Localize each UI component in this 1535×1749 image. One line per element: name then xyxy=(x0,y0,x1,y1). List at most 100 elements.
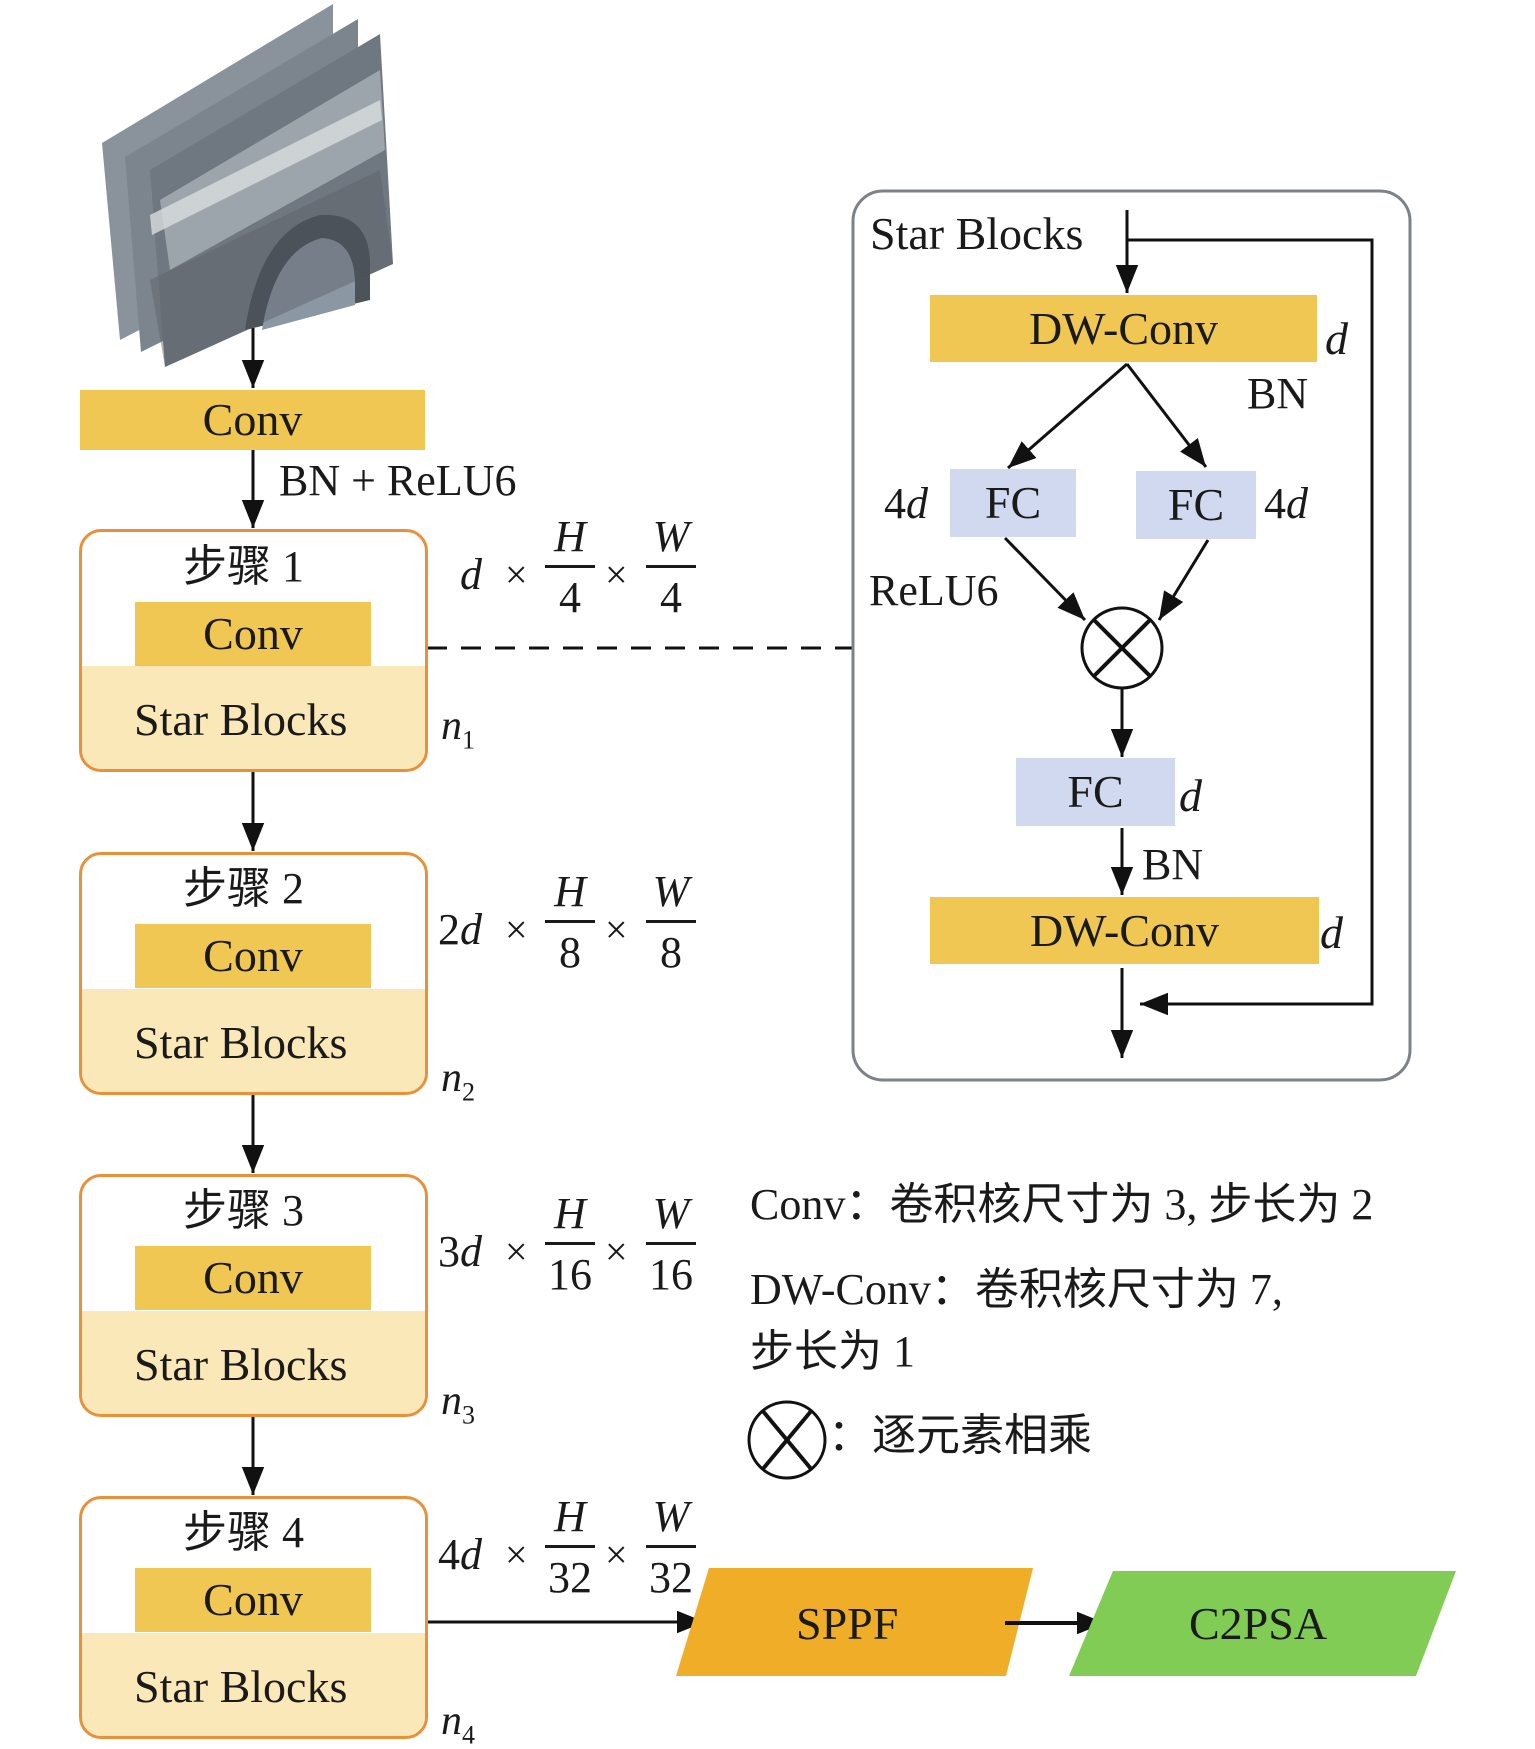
sppf-shape xyxy=(676,1568,1033,1676)
detail-dwconv-top-dim: d xyxy=(1325,313,1348,364)
arrow-dwconv-to-fc-right xyxy=(1125,363,1208,468)
legend-conv: Conv：卷积核尺寸为 3, 步长为 2 xyxy=(750,1180,1374,1229)
detail-fc-right: FC xyxy=(1136,471,1256,539)
stage-3-repeat-var: n xyxy=(441,1378,462,1424)
stage-1-conv: Conv xyxy=(135,602,371,666)
stage-1-repeat-sub: 1 xyxy=(462,725,475,755)
star-block-detail-panel xyxy=(851,189,1412,1082)
stage-2-repeat-sub: 2 xyxy=(462,1077,475,1107)
stage-2-repeat: n2 xyxy=(441,1057,475,1105)
stage-3-times-2: × xyxy=(605,1229,628,1274)
detail-fc-bottom-dim: d xyxy=(1179,770,1202,821)
stage-2-times-2: × xyxy=(605,907,628,952)
stage-1-times-2: × xyxy=(605,552,628,597)
detail-fc-bottom-norm: BN xyxy=(1142,840,1204,889)
stage-2-conv-label: Conv xyxy=(203,930,303,981)
detail-title: Star Blocks xyxy=(870,208,1084,259)
c2psa-shape xyxy=(1069,1571,1456,1676)
h-num: H xyxy=(554,867,586,916)
stage-4-repeat-var: n xyxy=(441,1698,462,1744)
fc-left-dim-var: d xyxy=(906,479,928,528)
sppf-label: SPPF xyxy=(796,1598,899,1649)
stage-1-repeat-var: n xyxy=(441,703,462,749)
stage-3-times-1: × xyxy=(505,1229,528,1274)
w-den: 16 xyxy=(649,1250,693,1299)
legend-multiply: ：逐元素相乘 xyxy=(828,1411,1092,1460)
legend-multiply-icon xyxy=(747,1400,827,1480)
detail-dwconv-top: DW-Conv xyxy=(930,295,1317,362)
multiply-node xyxy=(1080,606,1164,690)
stage-2-star-blocks-area xyxy=(82,989,425,1092)
detail-dwconv-bottom-label: DW-Conv xyxy=(1029,904,1220,956)
stage-1-title: 步骤 1 xyxy=(183,542,304,591)
stage-3-shape-var: d xyxy=(460,1227,482,1276)
h-den: 4 xyxy=(559,573,581,622)
stage-2-title: 步骤 2 xyxy=(183,864,304,913)
stage-2-shape-prefix: 2 xyxy=(438,905,460,954)
stage-4-blocks-label: Star Blocks xyxy=(134,1661,348,1712)
stage-4-repeat: n4 xyxy=(441,1700,475,1748)
stage-3-repeat-sub: 3 xyxy=(462,1400,475,1430)
h-den: 16 xyxy=(548,1250,592,1299)
stage-3-repeat: n3 xyxy=(441,1380,475,1428)
h-num: H xyxy=(554,1492,586,1541)
stage-4-w-fraction: W 32 xyxy=(646,1495,696,1600)
h-den: 32 xyxy=(548,1553,592,1602)
stage-1-repeat: n1 xyxy=(441,705,475,753)
detail-fc-left: FC xyxy=(950,469,1076,537)
residual-path xyxy=(1127,238,1374,1016)
stage-4-shape-channels: 4d xyxy=(438,1533,482,1577)
stage-4-repeat-sub: 4 xyxy=(462,1720,475,1749)
h-num: H xyxy=(554,1189,586,1238)
detail-fc-left-dim: 4d xyxy=(884,482,928,526)
detail-fc-left-label: FC xyxy=(984,477,1042,528)
stage-2-repeat-var: n xyxy=(441,1055,462,1101)
h-num: H xyxy=(554,512,586,561)
stage-4-h-fraction: H 32 xyxy=(545,1495,595,1600)
fc-left-dim-prefix: 4 xyxy=(884,479,906,528)
detail-fc-right-dim: 4d xyxy=(1264,482,1308,526)
stage-4-title: 步骤 4 xyxy=(183,1508,304,1557)
stage-4-star-blocks-area xyxy=(82,1633,425,1736)
stage-3-shape-channels: 3d xyxy=(438,1230,482,1274)
stage-3-conv-label: Conv xyxy=(203,1252,303,1303)
stage-1-star-blocks-area xyxy=(82,666,425,769)
stage-2-shape-channels: 2d xyxy=(438,908,482,952)
stage-4-conv: Conv xyxy=(135,1568,371,1632)
input-image-stack xyxy=(102,4,393,367)
stage-2-blocks-label: Star Blocks xyxy=(134,1017,348,1068)
stage-3-shape-prefix: 3 xyxy=(438,1227,460,1276)
stage-3-title: 步骤 3 xyxy=(183,1186,304,1235)
stem-activation-label: BN + ReLU6 xyxy=(279,456,517,505)
stage-4-times-1: × xyxy=(505,1532,528,1577)
stage-4-times-2: × xyxy=(605,1532,628,1577)
stage-2-shape-var: d xyxy=(460,905,482,954)
stem-conv-block: Conv xyxy=(80,390,425,450)
w-num: W xyxy=(652,512,690,561)
w-den: 8 xyxy=(660,928,682,977)
stage-3-w-fraction: W 16 xyxy=(646,1192,696,1297)
w-den: 4 xyxy=(660,573,682,622)
w-num: W xyxy=(652,1189,690,1238)
stage-4-conv-label: Conv xyxy=(203,1574,303,1625)
w-num: W xyxy=(652,1492,690,1541)
stage-2-conv: Conv xyxy=(135,924,371,988)
stage-2-times-1: × xyxy=(505,907,528,952)
w-den: 32 xyxy=(649,1553,693,1602)
stage-3-conv: Conv xyxy=(135,1246,371,1310)
detail-fc-right-label: FC xyxy=(1167,479,1225,530)
arrow-fc-right-to-multiply xyxy=(1157,539,1210,621)
stage-1-times-1: × xyxy=(505,552,528,597)
stage-1-conv-label: Conv xyxy=(203,608,303,659)
stage-3-star-blocks-area xyxy=(82,1311,425,1414)
legend-dwconv-line1: DW-Conv：卷积核尺寸为 7, xyxy=(750,1265,1283,1314)
detail-fc-bottom-label: FC xyxy=(1067,766,1124,817)
h-den: 8 xyxy=(559,928,581,977)
stage-1-blocks-label: Star Blocks xyxy=(134,694,348,745)
stem-conv-label: Conv xyxy=(202,394,303,445)
